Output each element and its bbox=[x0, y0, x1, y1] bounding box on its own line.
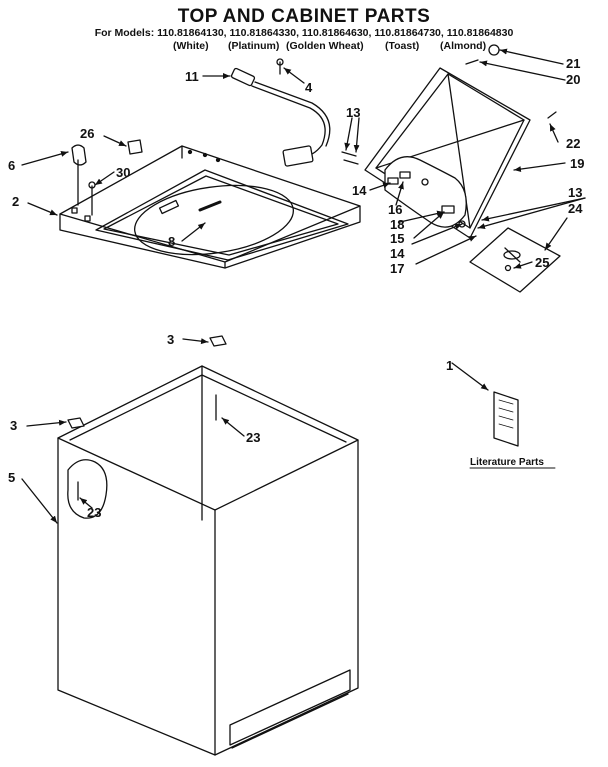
callout-17: 17 bbox=[390, 261, 404, 276]
callout-3-top: 3 bbox=[167, 332, 174, 347]
callout-22: 22 bbox=[566, 136, 580, 151]
callout-4: 4 bbox=[305, 80, 313, 95]
models-line: For Models: 110.81864130, 110.81864330, … bbox=[94, 27, 514, 39]
callout-6: 6 bbox=[8, 158, 15, 173]
hinge-bracket bbox=[469, 227, 561, 293]
callout-26: 26 bbox=[80, 126, 94, 141]
callout-1: 1 bbox=[446, 358, 453, 373]
callout-23-cabinet: 23 bbox=[246, 430, 260, 445]
small-parts bbox=[67, 44, 557, 501]
callout-21: 21 bbox=[566, 56, 580, 71]
color-platinum: (Platinum) bbox=[228, 40, 280, 52]
page-title: TOP AND CABINET PARTS bbox=[177, 6, 431, 27]
literature-parts-label: Literature Parts bbox=[470, 457, 544, 468]
callout-8: 8 bbox=[168, 234, 175, 249]
callout-numbers: 1 2 3 3 4 5 6 8 11 13 13 14 14 15 16 17 … bbox=[8, 56, 584, 520]
cabinet bbox=[57, 365, 359, 756]
color-white: (White) bbox=[173, 40, 209, 52]
callout-19: 19 bbox=[570, 156, 584, 171]
callout-3-left: 3 bbox=[10, 418, 17, 433]
callout-18: 18 bbox=[390, 217, 404, 232]
callout-30: 30 bbox=[116, 165, 130, 180]
callout-2: 2 bbox=[12, 194, 19, 209]
callout-25: 25 bbox=[535, 255, 549, 270]
color-almond: (Almond) bbox=[440, 40, 487, 52]
callout-13-top: 13 bbox=[346, 105, 360, 120]
leader-lines bbox=[21, 48, 586, 524]
callout-23-front: 23 bbox=[87, 505, 101, 520]
callout-14-lower: 14 bbox=[390, 246, 405, 261]
color-toast: (Toast) bbox=[385, 40, 420, 52]
callout-15: 15 bbox=[390, 231, 404, 246]
callout-11: 11 bbox=[185, 69, 199, 84]
lid-switch-harness bbox=[230, 58, 331, 167]
callout-13-right: 13 bbox=[568, 185, 582, 200]
callout-14-upper: 14 bbox=[352, 183, 367, 198]
callout-20: 20 bbox=[566, 72, 580, 87]
callout-5: 5 bbox=[8, 470, 15, 485]
callout-16: 16 bbox=[388, 202, 402, 217]
literature-booklet bbox=[493, 391, 519, 447]
callout-24: 24 bbox=[568, 201, 583, 216]
color-golden-wheat: (Golden Wheat) bbox=[286, 40, 364, 52]
